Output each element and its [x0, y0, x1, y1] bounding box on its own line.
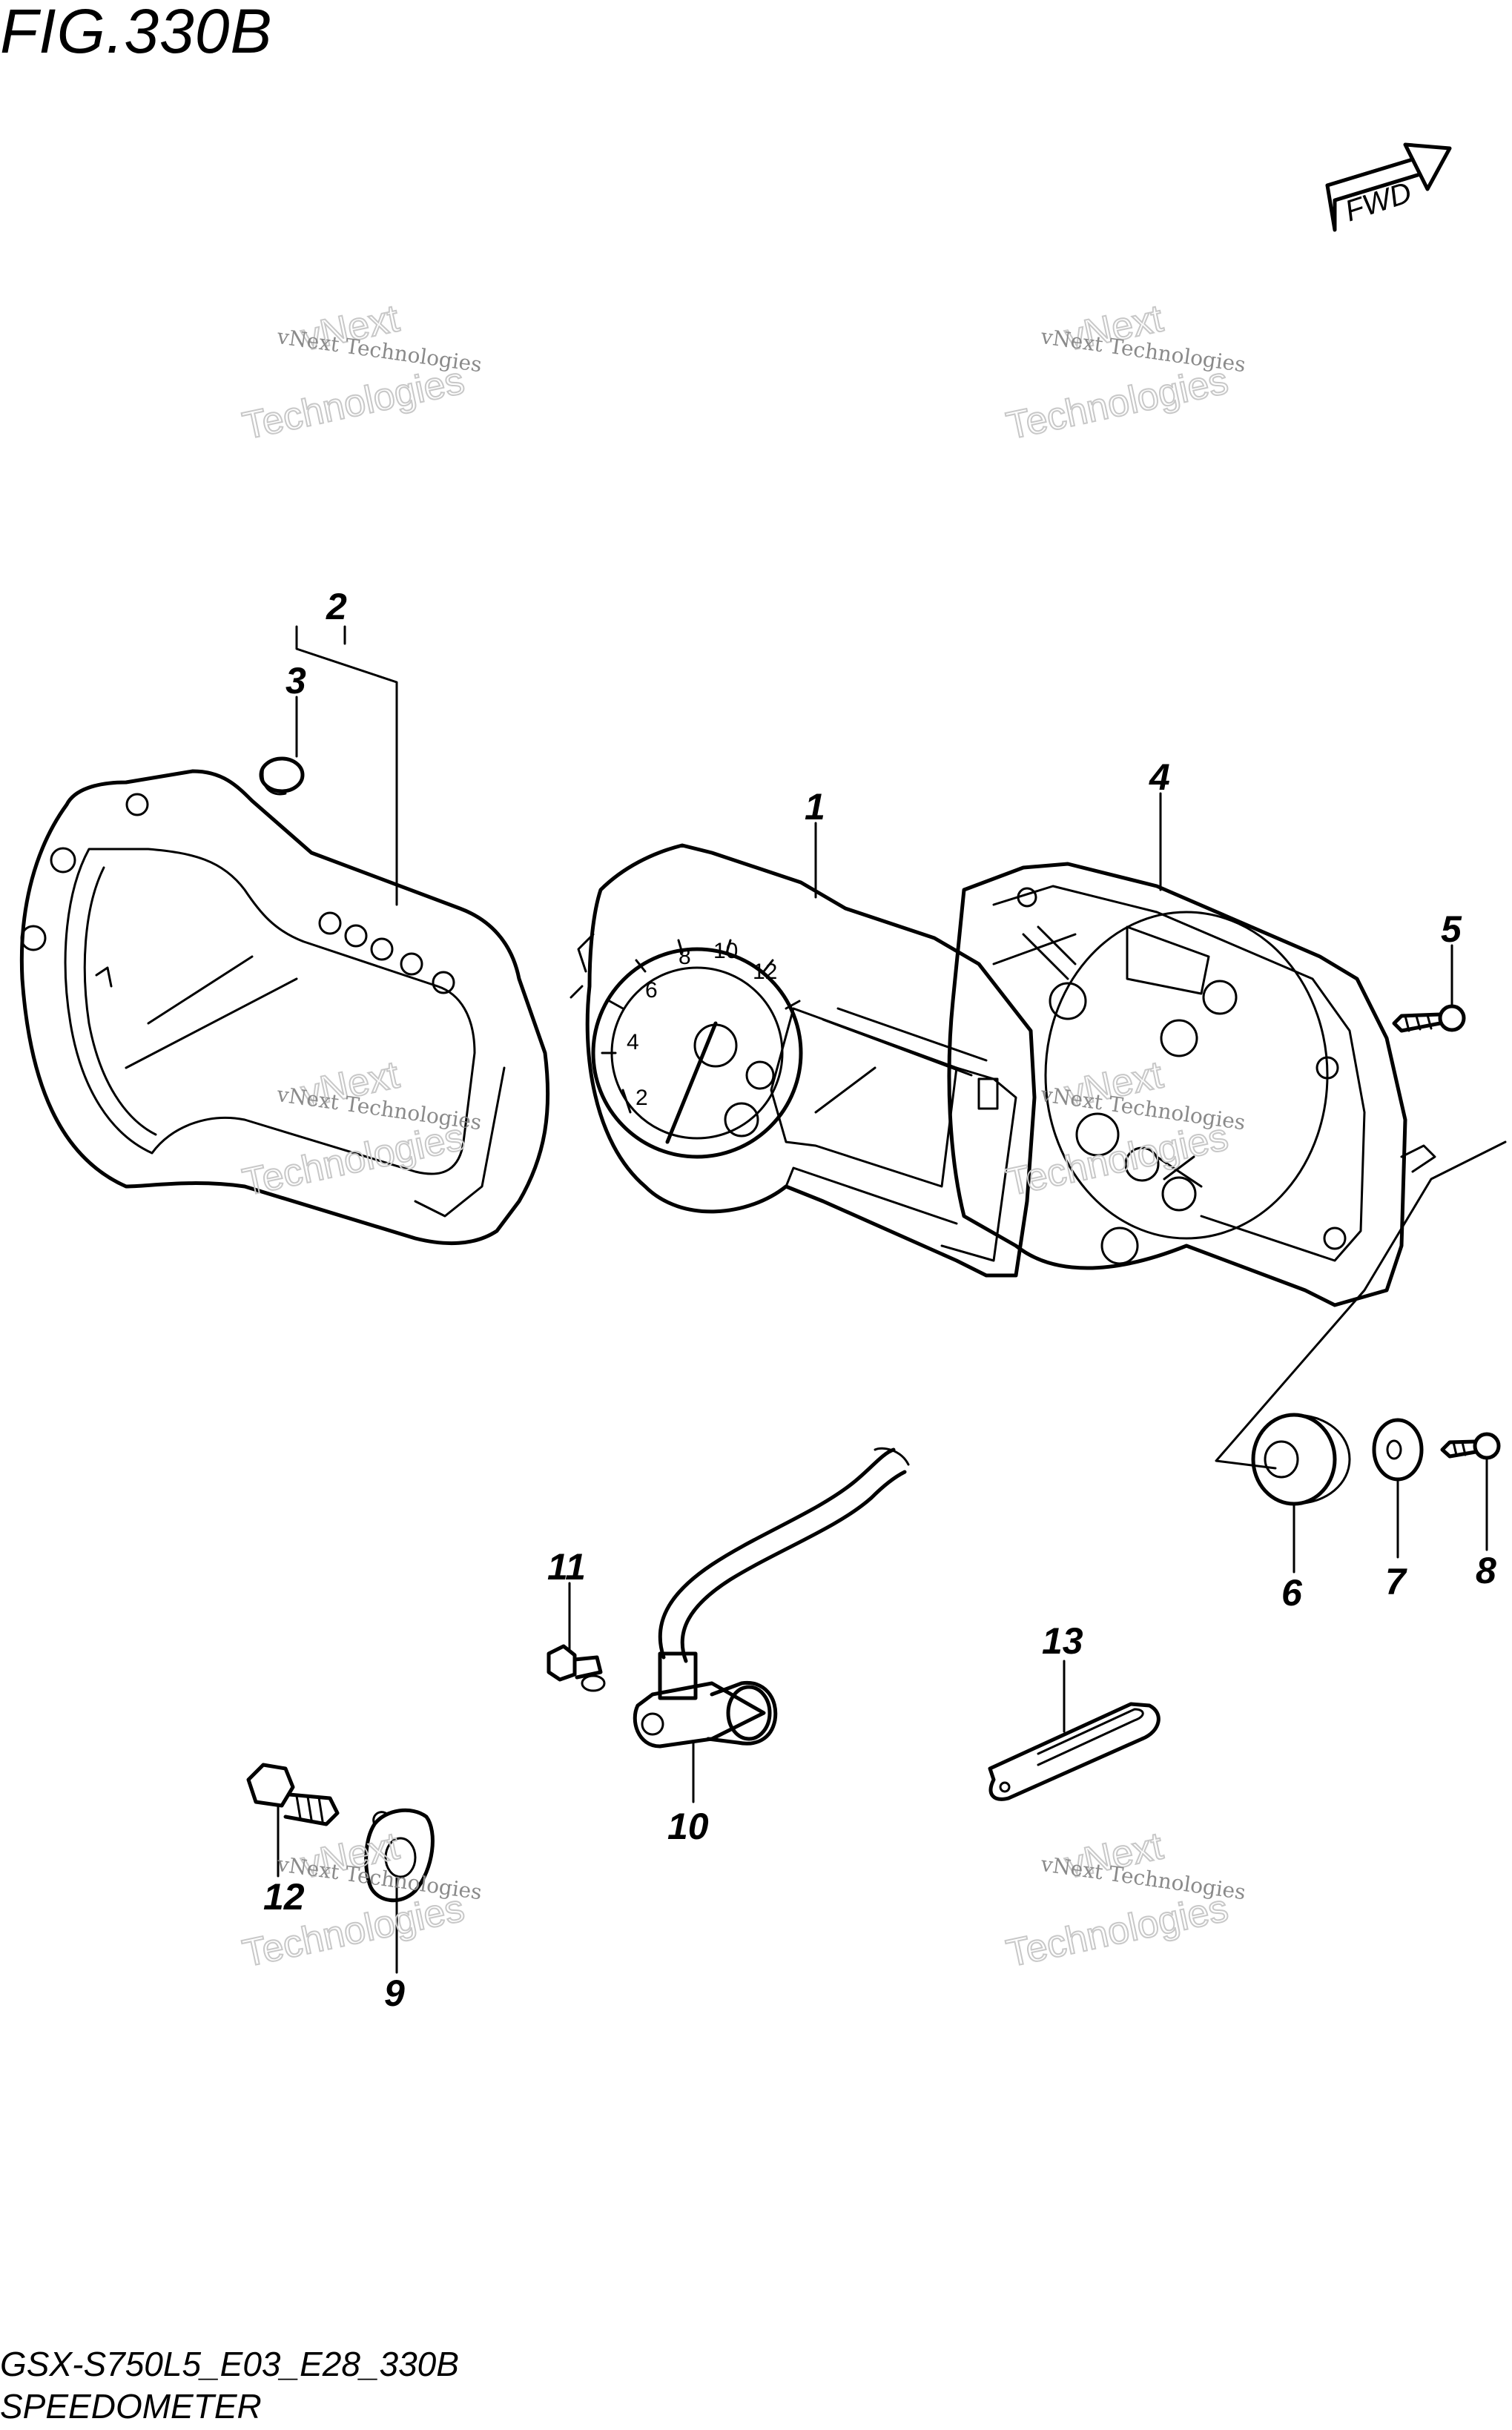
gauge-number-10: 10 — [713, 939, 738, 963]
gauge-number-8: 8 — [679, 945, 691, 969]
leader-line-grommet — [1215, 1140, 1507, 1470]
gauge-number-2: 2 — [635, 1086, 648, 1110]
callout-13: 13 — [1042, 1620, 1083, 1662]
callout-11: 11 — [547, 1546, 586, 1588]
watermark-top-right: vNext Technologies vNext Technologies — [1002, 296, 1247, 449]
part-1-meter-assembly: 2 4 6 8 10 12 — [570, 843, 1037, 1278]
fwd-arrow-icon: FWD — [1325, 142, 1452, 232]
part-6-grommet — [1251, 1413, 1351, 1506]
model-code: GSX-S750L5_E03_E28_330B — [0, 2345, 459, 2383]
part-11-bolt — [547, 1644, 606, 1692]
gauge-number-6: 6 — [645, 978, 658, 1003]
part-5-screw — [1392, 1004, 1466, 1033]
part-9-plate — [364, 1808, 435, 1903]
part-7-washer — [1372, 1418, 1424, 1482]
svg-text:Technologies: Technologies — [1003, 1886, 1232, 1975]
diagram-name: SPEEDOMETER — [0, 2387, 262, 2426]
part-2-meter-cover — [19, 769, 550, 1245]
svg-text:Technologies: Technologies — [239, 359, 468, 448]
callout-10: 10 — [667, 1806, 709, 1847]
indicator-n-icon — [318, 911, 342, 935]
callout-1: 1 — [805, 786, 825, 828]
watermark-top-left: vNext Technologies vNext Technologies — [238, 296, 483, 449]
watermark-mid-right: vNext Technologies vNext Technologies — [1002, 1052, 1247, 1205]
callout-6: 6 — [1281, 1572, 1303, 1614]
callout-5: 5 — [1441, 908, 1462, 950]
figure-title: FIG.330B — [0, 0, 273, 66]
watermark-bottom-right: vNext Technologies vNext Technologies — [1002, 1823, 1247, 1976]
callout-9: 9 — [384, 1972, 405, 2014]
part-12-bolt — [246, 1763, 340, 1826]
callout-4: 4 — [1149, 756, 1170, 798]
gauge-number-12: 12 — [753, 960, 777, 984]
part-13-clamp — [988, 1702, 1161, 1801]
leader-lines — [277, 625, 1488, 1974]
callout-2: 2 — [326, 586, 347, 627]
callout-7: 7 — [1385, 1561, 1407, 1602]
svg-text:Technologies: Technologies — [1003, 359, 1232, 448]
part-10-speed-sensor — [633, 1447, 910, 1749]
part-4-lower-case — [947, 862, 1436, 1307]
part-3-cushion — [259, 756, 305, 796]
callout-12: 12 — [263, 1876, 305, 1918]
callout-8: 8 — [1476, 1550, 1496, 1591]
callout-3: 3 — [285, 660, 306, 701]
part-8-screw — [1440, 1432, 1501, 1460]
gauge-number-4: 4 — [627, 1030, 639, 1054]
